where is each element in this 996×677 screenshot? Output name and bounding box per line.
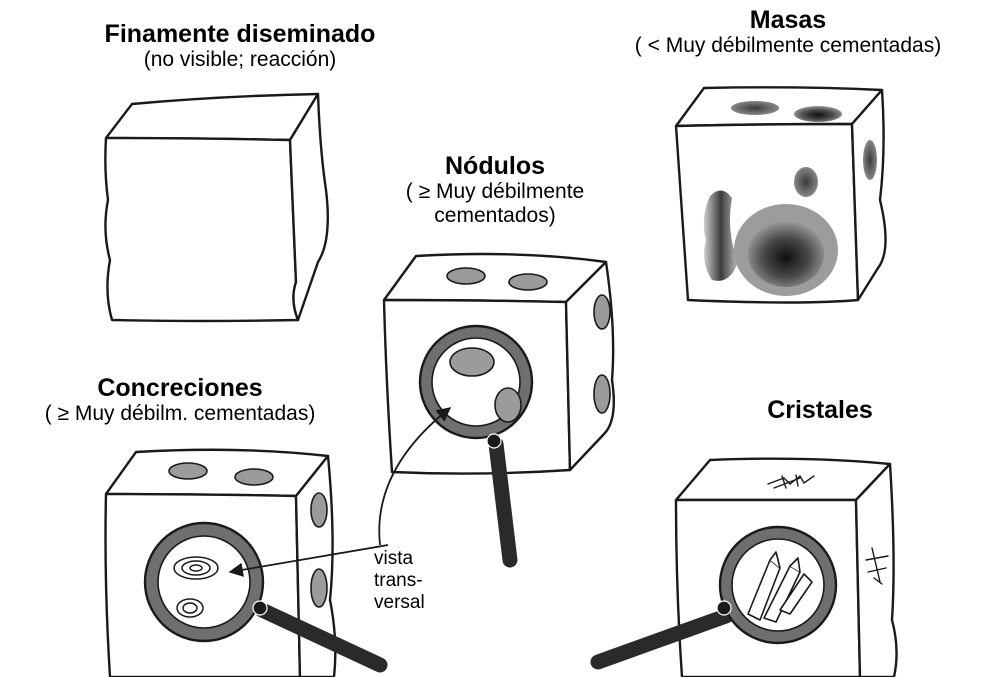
magnifier-nodulos-handle bbox=[488, 436, 518, 568]
label-nodulos: Nódulos ( ≥ Muy débilmente cementados) bbox=[360, 152, 630, 227]
annotation-line3: versal bbox=[374, 592, 425, 614]
concretion-top-left bbox=[168, 462, 208, 480]
concretion-rings-large bbox=[173, 556, 219, 580]
subtitle-nodulos-line1: ( ≥ Muy débilmente bbox=[405, 180, 585, 203]
cube-nodulos-side bbox=[564, 260, 615, 472]
magnifier-nodulos-pivot bbox=[486, 433, 502, 449]
mass-top-right bbox=[794, 106, 842, 122]
label-cristales: Cristales bbox=[720, 396, 920, 424]
annotation-vista-transversal: vista trans- versal bbox=[374, 548, 464, 615]
title-concreciones: Concreciones bbox=[97, 374, 263, 402]
nodule-magnified-small bbox=[494, 387, 522, 423]
concretion-top-right bbox=[234, 468, 274, 486]
cross-section-arrow-lower bbox=[228, 544, 389, 577]
annotation-line2: trans- bbox=[374, 570, 423, 592]
subtitle-concreciones: ( ≥ Muy débilm. cementadas) bbox=[44, 402, 316, 425]
mass-large-core bbox=[748, 221, 824, 287]
crystal-scratches-side bbox=[865, 547, 889, 585]
cube-masas-side bbox=[850, 88, 887, 302]
magnifier-concreciones-handle bbox=[254, 602, 388, 673]
mass-small-front bbox=[794, 167, 818, 197]
concretion-side-lower bbox=[310, 568, 328, 608]
magnifier-cristales bbox=[590, 525, 838, 670]
nodule-top-right bbox=[508, 273, 548, 291]
nodule-side-lower bbox=[593, 374, 611, 414]
title-finamente: Finamente diseminado bbox=[104, 20, 376, 48]
crystal-scratches-top bbox=[767, 474, 815, 489]
nodule-side-upper bbox=[593, 294, 611, 330]
subtitle-nodulos-line2: cementados) bbox=[434, 203, 556, 227]
crystals-magnified bbox=[747, 551, 813, 623]
title-nodulos: Nódulos bbox=[445, 152, 545, 180]
cube-concreciones-top bbox=[104, 448, 330, 498]
mass-streak bbox=[703, 190, 738, 281]
cube-finamente-top bbox=[104, 92, 320, 142]
cube-finamente-side bbox=[288, 92, 329, 322]
magnifier-cristales-pivot bbox=[716, 600, 732, 616]
cross-section-arrow bbox=[378, 407, 452, 546]
magnifier-concreciones bbox=[143, 521, 388, 673]
cube-masas bbox=[674, 86, 887, 304]
subtitle-finamente: (no visible; reacción) bbox=[143, 48, 337, 71]
concretion-side-upper bbox=[310, 492, 328, 528]
cube-finamente bbox=[104, 92, 329, 323]
subtitle-masas: ( < Muy débilmente cementadas) bbox=[634, 34, 942, 57]
annotation-line1: vista bbox=[374, 548, 414, 569]
cube-concreciones bbox=[104, 448, 337, 677]
title-masas: Masas bbox=[749, 6, 827, 34]
label-concreciones: Concreciones ( ≥ Muy débilm. cementadas) bbox=[0, 374, 360, 426]
title-cristales: Cristales bbox=[767, 396, 873, 424]
magnifier-concreciones-pivot bbox=[252, 600, 268, 616]
label-masas: Masas ( < Muy débilmente cementadas) bbox=[590, 6, 986, 58]
nodule-top-left bbox=[446, 267, 486, 285]
concretion-rings-small bbox=[176, 598, 204, 618]
cube-masas-top bbox=[674, 86, 884, 128]
nodule-magnified-large bbox=[449, 347, 495, 377]
mass-side bbox=[863, 140, 877, 180]
label-finamente: Finamente diseminado (no visible; reacci… bbox=[40, 20, 440, 72]
magnifier-cristales-handle bbox=[590, 608, 734, 670]
magnifier-concreciones-lens bbox=[157, 535, 251, 629]
cube-finamente-front bbox=[104, 136, 300, 323]
mass-top-left bbox=[731, 101, 779, 115]
